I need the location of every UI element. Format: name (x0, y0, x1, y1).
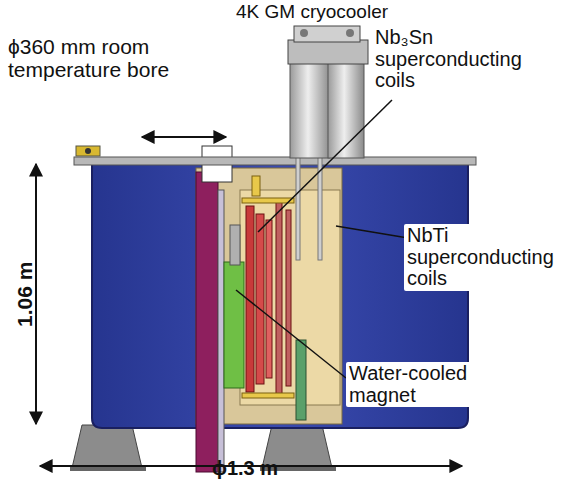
part-label: NbTi superconducting coils (404, 224, 568, 291)
dimension-label: ϕ360 mm room temperature bore (8, 36, 204, 81)
dimension-label: 1.06 m (15, 261, 38, 326)
part-label: Nb₃Sn superconducting coils (372, 26, 538, 93)
part-label: Water-cooled magnet (346, 362, 502, 407)
dimension-label: ϕ1.3 m (212, 458, 278, 480)
part-label: 4K GM cryocooler (236, 2, 466, 23)
